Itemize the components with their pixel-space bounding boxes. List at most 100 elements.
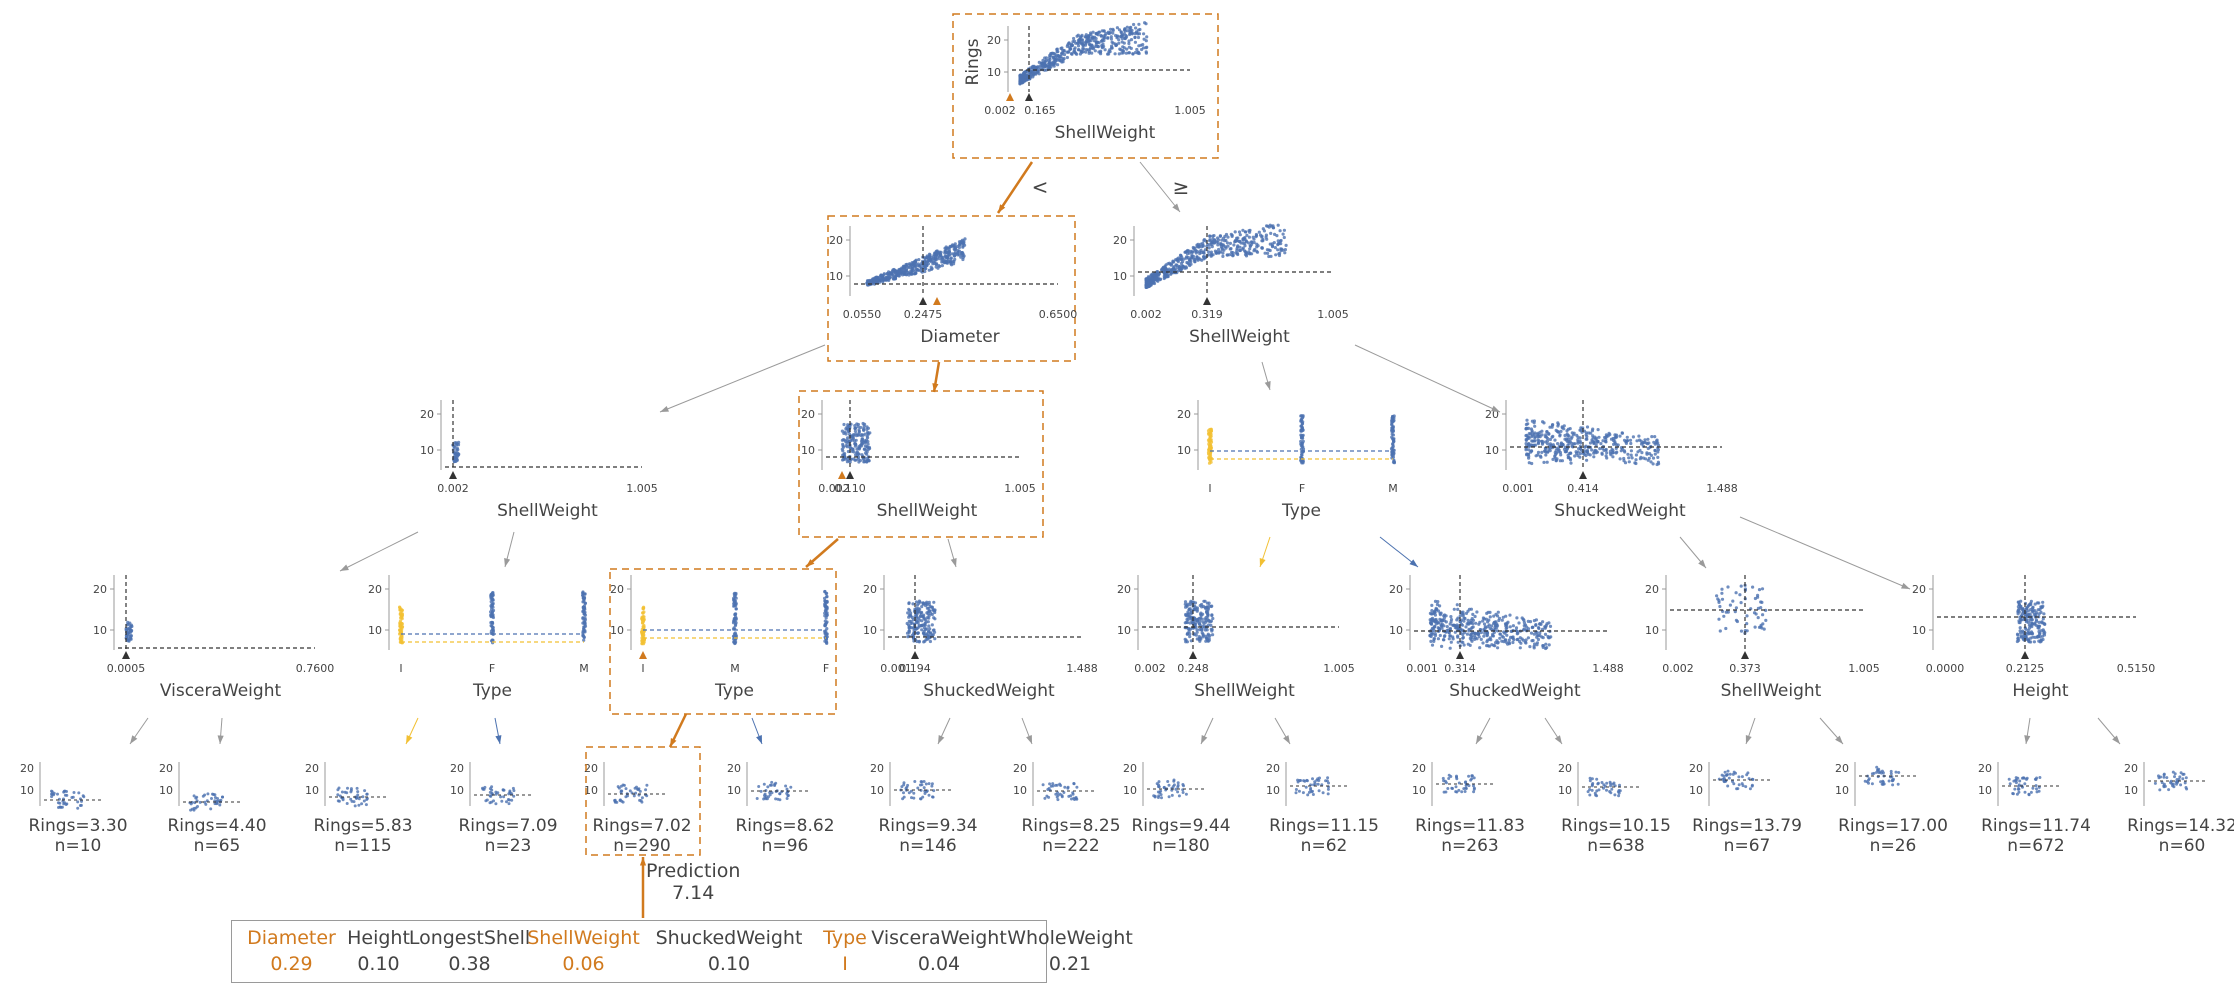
data-point [1021,78,1025,82]
data-point [1202,238,1206,243]
data-point [1317,789,1321,793]
data-point [1444,614,1448,618]
data-point [1527,436,1531,440]
data-point [2041,637,2045,642]
data-point [1595,777,1599,781]
data-point [942,260,946,264]
data-point [1299,417,1304,422]
data-point [1515,629,1519,634]
data-point [1761,622,1765,626]
data-point [355,786,359,790]
data-point [1573,454,1577,458]
leaf-count: n=23 [485,836,532,856]
data-point [1756,616,1760,620]
data-point [1580,448,1584,453]
data-point [1189,249,1193,253]
data-point [1557,430,1561,434]
data-point [1055,795,1059,799]
data-point [195,795,199,799]
data-point [1436,637,1440,641]
data-point [1629,453,1633,457]
data-point [1169,271,1173,275]
y-tick-label: 10 [829,270,843,283]
data-point [2013,787,2017,791]
data-point [1566,443,1570,448]
input-marker [639,651,647,659]
data-point [1190,255,1194,259]
y-tick-label: 10 [368,624,382,637]
data-point [1183,250,1187,254]
data-point [945,259,949,263]
data-point [1614,451,1618,455]
data-point [1588,776,1592,780]
data-point [1283,248,1287,252]
data-point [641,611,645,615]
data-point [938,264,942,268]
data-point [1563,437,1567,441]
data-point [1311,777,1314,781]
data-point [1492,620,1496,624]
data-point [2157,774,2160,778]
data-point [1578,436,1582,440]
data-point [1267,248,1271,252]
data-point [1442,634,1446,639]
data-point [1578,452,1582,456]
data-point [349,787,353,791]
data-point [1276,239,1280,243]
data-point [1201,241,1205,245]
data-point [1449,775,1453,778]
data-point [1197,637,1201,641]
data-point [1556,442,1560,446]
data-point [1508,613,1512,617]
data-point [825,599,829,603]
data-point [1391,455,1395,459]
data-point [902,781,906,785]
data-point [1161,265,1165,269]
data-point [1554,448,1558,453]
data-point [1532,419,1536,423]
data-point [1470,639,1474,643]
data-point [2027,626,2032,630]
path-highlight-box [827,215,1076,362]
data-point [1596,781,1600,785]
data-point [2171,770,2175,774]
data-point [218,803,222,807]
split-marker [1203,297,1211,305]
data-point [1177,794,1181,798]
data-point [1306,793,1310,797]
leaf-count: n=115 [334,836,391,856]
data-point [1208,457,1212,461]
x-tick-label: 0.6500 [1039,308,1078,321]
data-point [949,257,953,261]
data-point [763,794,766,797]
data-point [1619,449,1623,453]
data-point [1183,602,1187,606]
data-point [1863,779,1867,783]
data-point [1169,263,1173,267]
data-point [784,784,788,788]
data-point [1106,52,1110,56]
x-tick-label: 0.194 [899,662,931,675]
data-point [1430,643,1435,647]
data-point [1301,460,1305,464]
data-point [1753,596,1757,601]
data-point [1150,272,1154,276]
data-point [1247,250,1251,254]
data-point [1318,776,1321,780]
data-point [1464,611,1469,616]
data-point [774,781,778,785]
data-point [1054,783,1058,787]
leaf-y-tick: 20 [20,762,34,775]
data-point [1391,453,1395,457]
x-tick-label: F [1299,482,1305,495]
data-point [914,620,918,625]
data-point [894,269,898,273]
data-point [1595,440,1599,444]
data-point [1469,634,1473,638]
data-point [935,250,940,254]
leaf-prediction: Rings=5.83 [313,816,412,836]
data-point [491,598,495,602]
data-point [1656,455,1660,459]
